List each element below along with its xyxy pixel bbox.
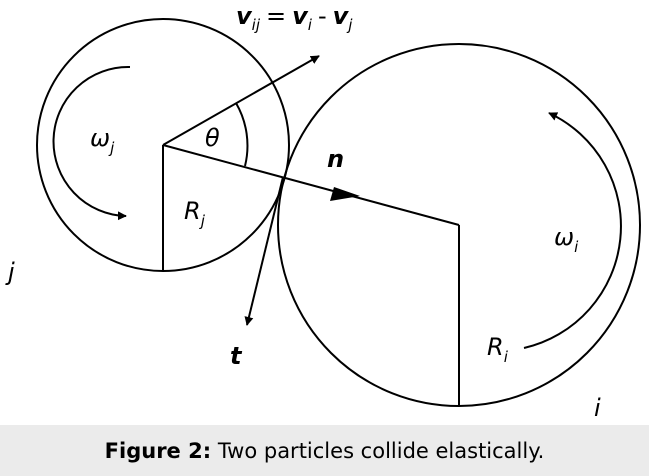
tangent-arrow [244, 176, 284, 326]
particle-j-label: j [5, 258, 15, 286]
radius-i-label: Ri [487, 333, 509, 366]
caption-text: Two particles collide elastically. [217, 439, 545, 463]
velocity-label: vij=vi-vj [236, 2, 353, 34]
omega-j-label: ωj [90, 124, 115, 157]
particle-i-label: i [594, 394, 601, 422]
normal-label: n [327, 145, 344, 173]
theta-label: θ [205, 124, 220, 152]
theta-arc [235, 102, 249, 167]
relative-velocity-arrow [162, 55, 320, 146]
omega-j-rotation-arrow [52, 65, 131, 221]
figure-caption: Figure 2: Two particles collide elastica… [0, 439, 649, 463]
normal-arrowhead [330, 187, 360, 201]
caption-band [0, 425, 649, 476]
omega-i-rotation-arrow [523, 112, 622, 349]
radius-j-label: Rj [184, 197, 206, 230]
normal-line [162, 144, 460, 226]
tangent-label: t [230, 342, 243, 370]
omega-i-label: ωi [554, 223, 579, 256]
caption-label: Figure 2: [104, 439, 212, 463]
